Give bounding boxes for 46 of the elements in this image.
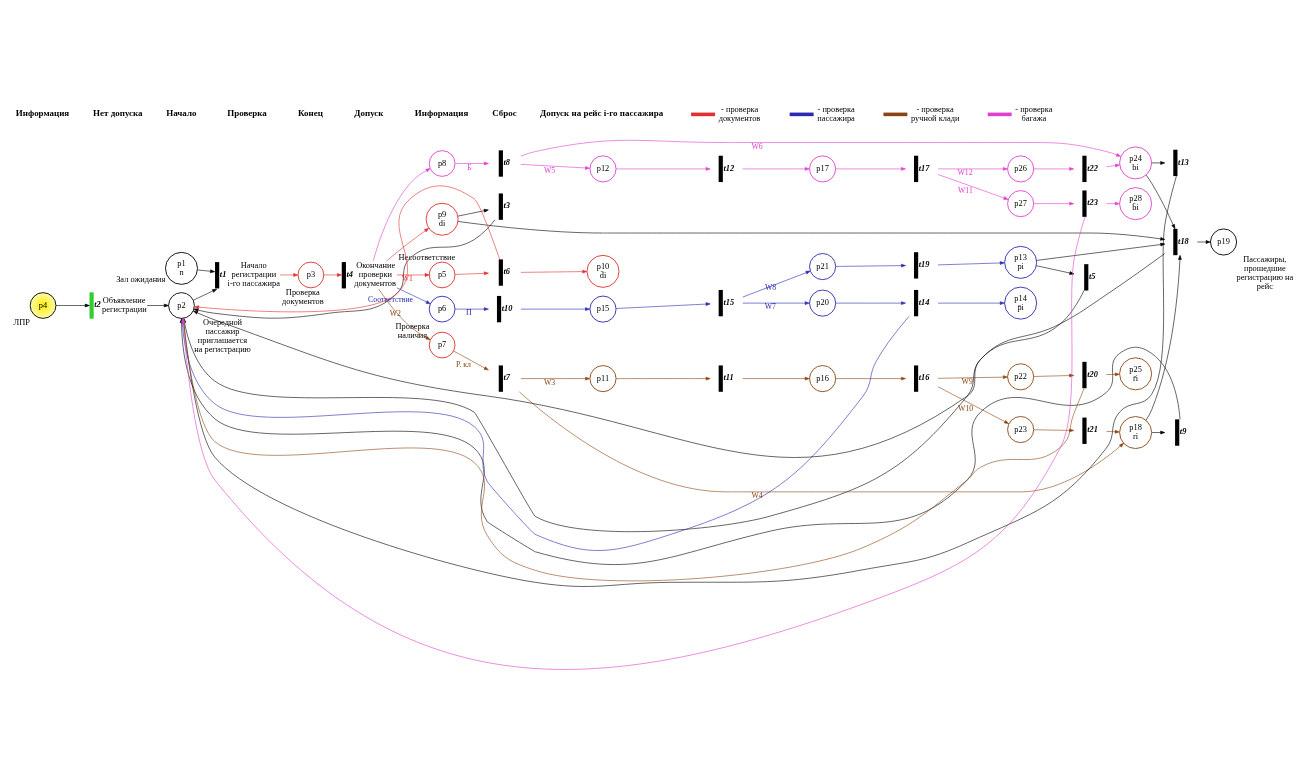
node-label: Объявление регистрации <box>102 296 147 315</box>
node-label: t5 <box>1088 271 1096 281</box>
label: Допуск <box>354 107 384 118</box>
node-label: Начало регистрации i-го пассажира <box>227 261 280 289</box>
node-label: t18 <box>1178 236 1189 246</box>
node-label: t20 <box>1087 369 1098 379</box>
node-label: t1 <box>219 269 227 279</box>
legend-label: - проверка ручной клади <box>910 105 960 124</box>
legend-label: - проверка документов <box>718 105 761 124</box>
node-label: Несоответствие <box>398 252 456 262</box>
node-label: t8 <box>503 158 511 168</box>
node-label: t14 <box>918 297 930 307</box>
label: Информация <box>15 107 70 118</box>
node-label: t23 <box>1087 198 1098 208</box>
node-label: t21 <box>1087 425 1098 435</box>
node-label: Проверка наличия <box>395 321 430 340</box>
node-label: t2 <box>94 300 101 310</box>
node-label: t17 <box>918 163 930 173</box>
node-label: Окончание проверки документов <box>354 261 397 289</box>
node-label: Проверка документов <box>281 287 324 306</box>
node-label: Очередной пассажир приглашается на регистрацию <box>194 318 251 355</box>
legend-label: - проверка пассажира <box>817 105 855 124</box>
node-label: t9 <box>1179 427 1187 437</box>
node-label: t4 <box>346 269 354 279</box>
node-label: ЛПР <box>13 318 30 328</box>
node-label: t16 <box>918 373 930 383</box>
node-label: t10 <box>501 303 513 313</box>
label: Информация <box>414 107 469 118</box>
node-label: t15 <box>723 297 735 307</box>
legend-label: - проверка багажа <box>1015 105 1053 124</box>
node-label: t3 <box>503 201 511 211</box>
label: Нет допуска <box>93 107 143 118</box>
node-label: Зал ожидания <box>116 275 166 285</box>
node-label: t13 <box>1178 157 1189 167</box>
node-label: t6 <box>503 267 511 277</box>
label: Начало <box>166 107 197 118</box>
label: Проверка <box>227 107 267 118</box>
node-label: t7 <box>503 373 511 383</box>
label: Допуск на рейс i-го пассажира <box>540 107 664 118</box>
node-label: Пассажиры, прошедшие регистрацию на рейс <box>1236 254 1294 291</box>
label: Сброс <box>492 107 517 118</box>
node-label: t11 <box>723 373 734 383</box>
node-label: t19 <box>918 259 930 269</box>
label: Конец <box>298 107 323 118</box>
node-label: t22 <box>1087 163 1098 173</box>
node-label: t12 <box>723 163 735 173</box>
